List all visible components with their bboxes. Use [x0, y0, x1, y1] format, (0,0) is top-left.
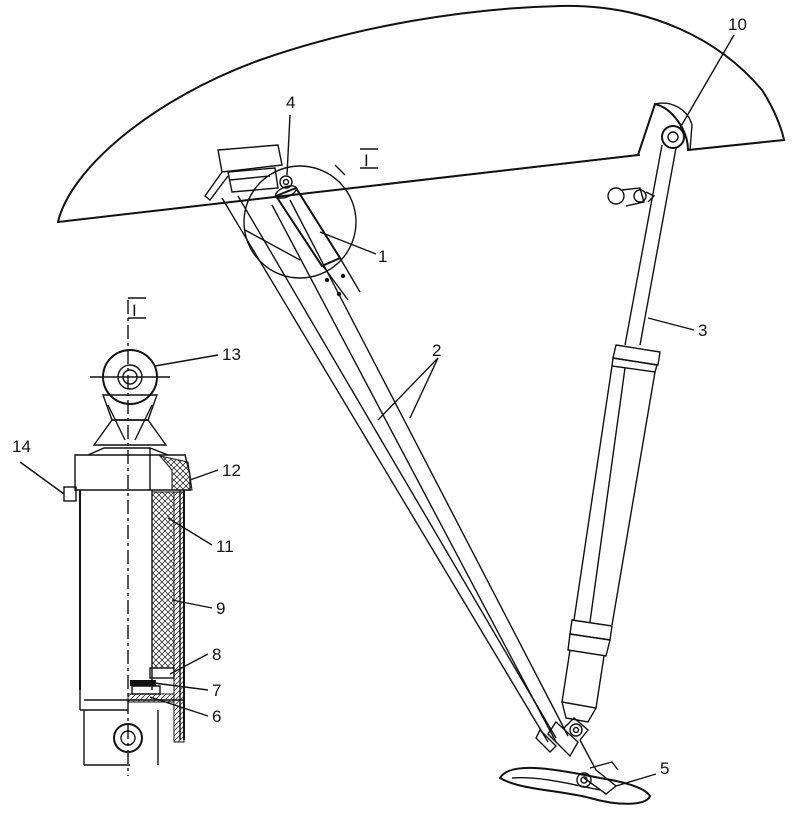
bolt-fitting — [607, 187, 656, 207]
stay-rods — [221, 195, 569, 743]
callout-2: 2 — [432, 341, 441, 360]
left-mount-block — [204, 144, 283, 201]
callout-labels: 1 2 3 4 5 6 7 8 9 10 11 12 13 14 I I — [12, 15, 747, 778]
foot-hook — [498, 739, 652, 805]
callout-8: 8 — [212, 645, 221, 664]
callout-1: 1 — [378, 247, 387, 266]
callout-11: 11 — [216, 537, 234, 556]
wing-bottom-edge — [57, 154, 641, 223]
callout-13: 13 — [222, 345, 241, 364]
detail-mark-inset: I — [132, 301, 137, 320]
callout-3: 3 — [698, 321, 707, 340]
detail-section-view — [19, 300, 193, 776]
callout-10: 10 — [728, 15, 747, 34]
wing-bracket-right — [637, 102, 693, 156]
strut-upper-tube — [274, 175, 361, 301]
callout-4: 4 — [286, 93, 295, 112]
lower-joint — [535, 717, 589, 758]
detail-circle — [243, 165, 357, 279]
leader-lines — [149, 34, 735, 787]
callout-6: 6 — [212, 707, 221, 726]
gas-spring — [561, 125, 685, 723]
callout-14: 14 — [12, 437, 31, 456]
callout-12: 12 — [222, 461, 241, 480]
wing-outline — [56, 4, 786, 224]
callout-9: 9 — [216, 599, 225, 618]
callout-5: 5 — [660, 759, 669, 778]
callout-7: 7 — [212, 681, 221, 700]
detail-mark-main: I — [364, 151, 369, 170]
